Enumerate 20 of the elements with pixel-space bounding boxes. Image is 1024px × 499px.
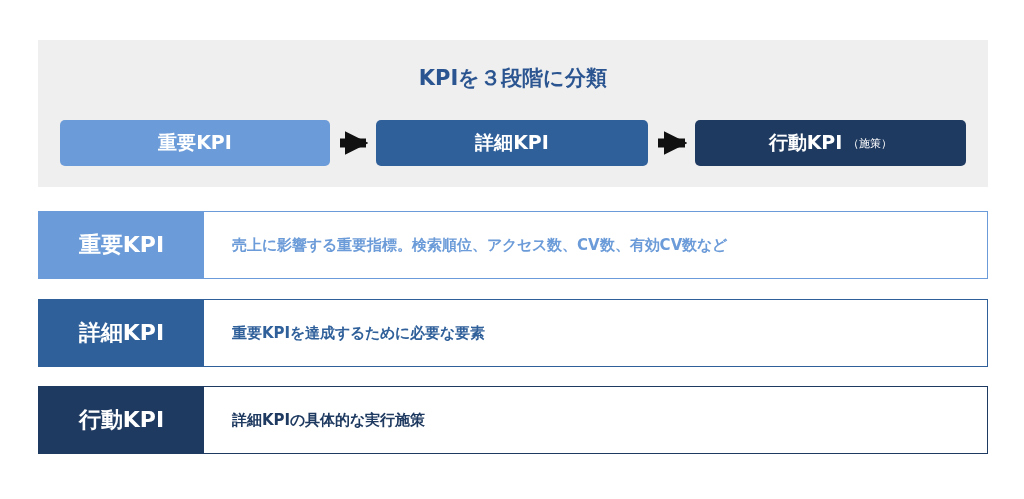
row-description: 売上に影響する重要指標。検索順位、アクセス数、CV数、有効CV数など <box>231 234 729 256</box>
step-label: 詳細KPI <box>475 130 549 155</box>
definition-row <box>38 299 988 367</box>
panel-background <box>38 40 988 187</box>
arrow <box>658 131 688 155</box>
row-heading: 行動KPI <box>39 387 204 453</box>
definition-row <box>38 386 988 454</box>
step-box <box>695 120 966 166</box>
step-box <box>60 120 330 166</box>
row-heading: 重要KPI <box>39 212 204 278</box>
step-label: 重要KPI <box>158 130 232 155</box>
row-description: 重要KPIを達成するために必要な要素 <box>231 322 487 344</box>
panel-title: KPIを３段階に分類 <box>417 65 609 92</box>
definition-row <box>38 211 988 279</box>
row-description: 詳細KPIの具体的な実行施策 <box>231 409 427 431</box>
row-heading: 詳細KPI <box>39 300 204 366</box>
step-label: 行動KPI <box>768 130 843 155</box>
step-box <box>376 120 648 166</box>
arrow <box>340 131 369 155</box>
step-note: （施策） <box>848 135 893 151</box>
